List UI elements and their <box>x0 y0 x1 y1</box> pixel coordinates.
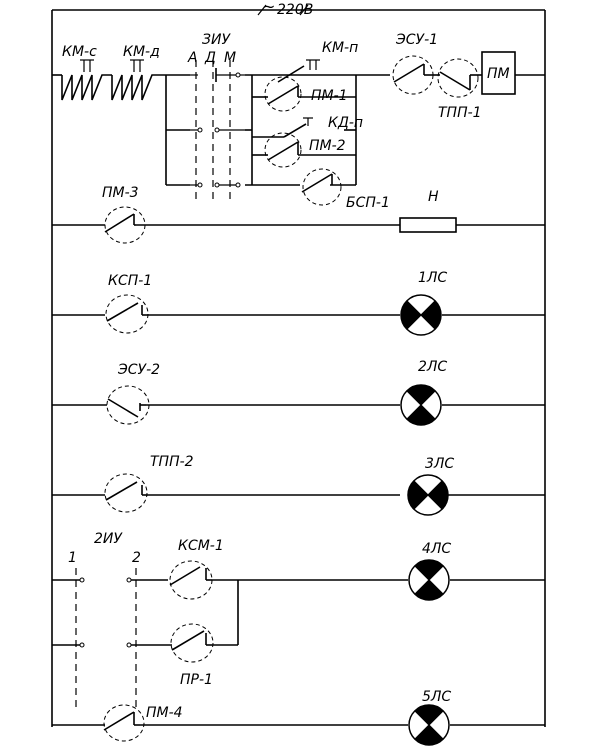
supply-voltage-label: 220В <box>277 2 313 18</box>
row-1-wiring <box>52 74 545 186</box>
label-ksp-1: КСП-1 <box>108 273 152 289</box>
label-esu-2: ЭСУ-2 <box>117 362 160 378</box>
kd-p-contact <box>252 117 313 138</box>
label-km-d: КМ-д <box>123 44 160 60</box>
pm-3-contact <box>104 206 146 244</box>
label-kd-p: КД-п <box>328 115 363 131</box>
ksm-1-contact <box>169 560 213 600</box>
label-ksm-1: КСМ-1 <box>178 538 224 554</box>
row-6-wiring <box>52 579 545 646</box>
switch-2iu-title: 2ИУ <box>94 531 123 547</box>
esu-2-contact <box>106 385 150 425</box>
switch-3iu-pos-m: М <box>224 50 236 66</box>
pm-2-contact <box>252 132 356 168</box>
lamp-1ls <box>400 294 442 336</box>
pm-1-contact <box>252 76 356 112</box>
label-pm-4: ПМ-4 <box>146 705 183 721</box>
lamp-4ls <box>408 559 450 601</box>
tpp-1-contact <box>437 58 482 98</box>
lamp-2ls-label: 2ЛС <box>418 359 447 375</box>
lamp-5ls <box>408 704 450 746</box>
label-tpp-2: ТПП-2 <box>150 454 194 470</box>
lamp-5ls-label: 5ЛС <box>422 689 451 705</box>
lamp-4ls-label: 4ЛС <box>422 541 451 557</box>
lamp-3ls-label: 3ЛС <box>425 456 454 472</box>
heater-resistor <box>399 217 457 233</box>
esu-1-contact <box>392 55 440 95</box>
bsp-1-contact <box>301 168 342 206</box>
lamp-2ls <box>400 384 442 426</box>
label-esu-1: ЭСУ-1 <box>395 32 438 48</box>
lamp-3ls <box>407 474 449 516</box>
switch-3iu-pos-a: А <box>187 50 198 66</box>
label-pm-1: ПМ-1 <box>311 88 348 104</box>
lamp-1ls-label: 1ЛС <box>418 270 447 286</box>
pm-4-contact <box>103 704 145 742</box>
label-km-s: КМ-с <box>62 44 97 60</box>
km-p-contact <box>277 59 320 83</box>
heater-label: Н <box>428 189 439 205</box>
switch-3iu-pos-d: Д <box>204 50 216 66</box>
label-pr-1: ПР-1 <box>180 672 213 688</box>
label-km-p: КМ-п <box>322 40 358 56</box>
switch-2iu-pos-2: 2 <box>132 550 141 566</box>
label-bsp-1: БСП-1 <box>346 195 390 211</box>
switch-3iu <box>190 60 245 200</box>
pm-coil <box>481 51 516 95</box>
km-s-contact <box>80 59 94 72</box>
switch-2iu-pos-1: 1 <box>68 550 77 566</box>
switch-3iu-title: ЗИУ <box>202 32 231 48</box>
label-tpp-1: ТПП-1 <box>438 105 482 121</box>
label-pm-2: ПМ-2 <box>309 138 346 154</box>
label-pm-3: ПМ-3 <box>102 185 139 201</box>
ksp-1-contact <box>105 294 149 334</box>
pr-1-contact <box>170 623 214 663</box>
power-rails <box>51 4 546 727</box>
ac-symbol: ~ <box>262 0 275 16</box>
tpp-2-contact <box>104 473 148 513</box>
km-d-contact <box>130 59 144 72</box>
pm-coil-label: ПМ <box>487 66 510 82</box>
switch-2iu <box>75 568 137 708</box>
